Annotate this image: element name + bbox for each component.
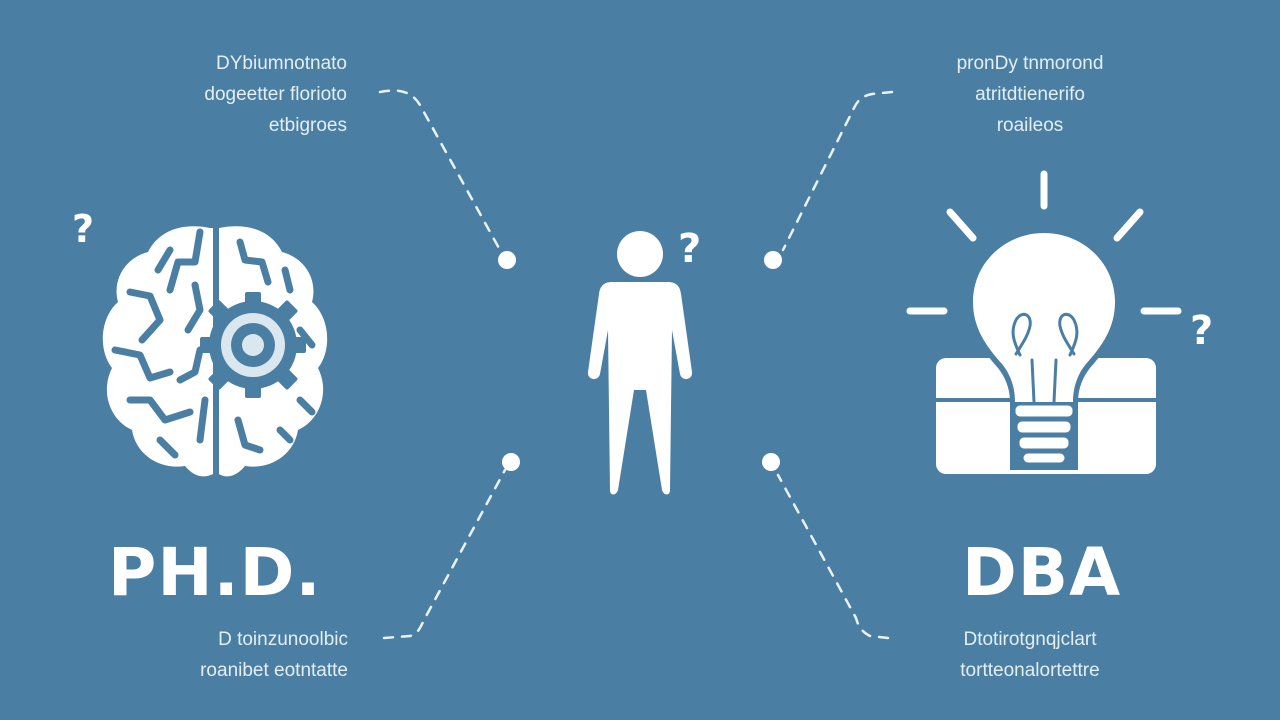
connector-dot-bottom-left xyxy=(502,453,520,471)
connector-dot-top-left xyxy=(498,251,516,269)
phd-top-caption: DYbiumnotnato dogeetter florioto etbigro… xyxy=(204,53,347,136)
dba-bottom-caption: Dtotirotgnqjclart tortteonalortettre xyxy=(960,629,1100,681)
phd-title: PH.D. xyxy=(108,534,322,611)
phd-bottom-caption: D toinzunoolbic roanibet eotntatte xyxy=(200,629,348,681)
dba-question-mark-icon: ? xyxy=(1190,308,1213,354)
connector-bottom-right xyxy=(776,473,890,640)
connector-top-left xyxy=(378,89,502,252)
connector-bottom-left xyxy=(382,468,507,640)
dba-title: DBA xyxy=(962,534,1122,611)
connector-dot-bottom-right xyxy=(762,453,780,471)
connector-dot-top-right xyxy=(764,251,782,269)
phd-question-mark-icon: ? xyxy=(72,207,94,251)
dba-top-caption: pronDy tnmorond atritdtienerifo roaileos xyxy=(956,53,1104,136)
person-question-mark-icon: ? xyxy=(678,226,701,272)
connector-top-right xyxy=(781,90,894,252)
